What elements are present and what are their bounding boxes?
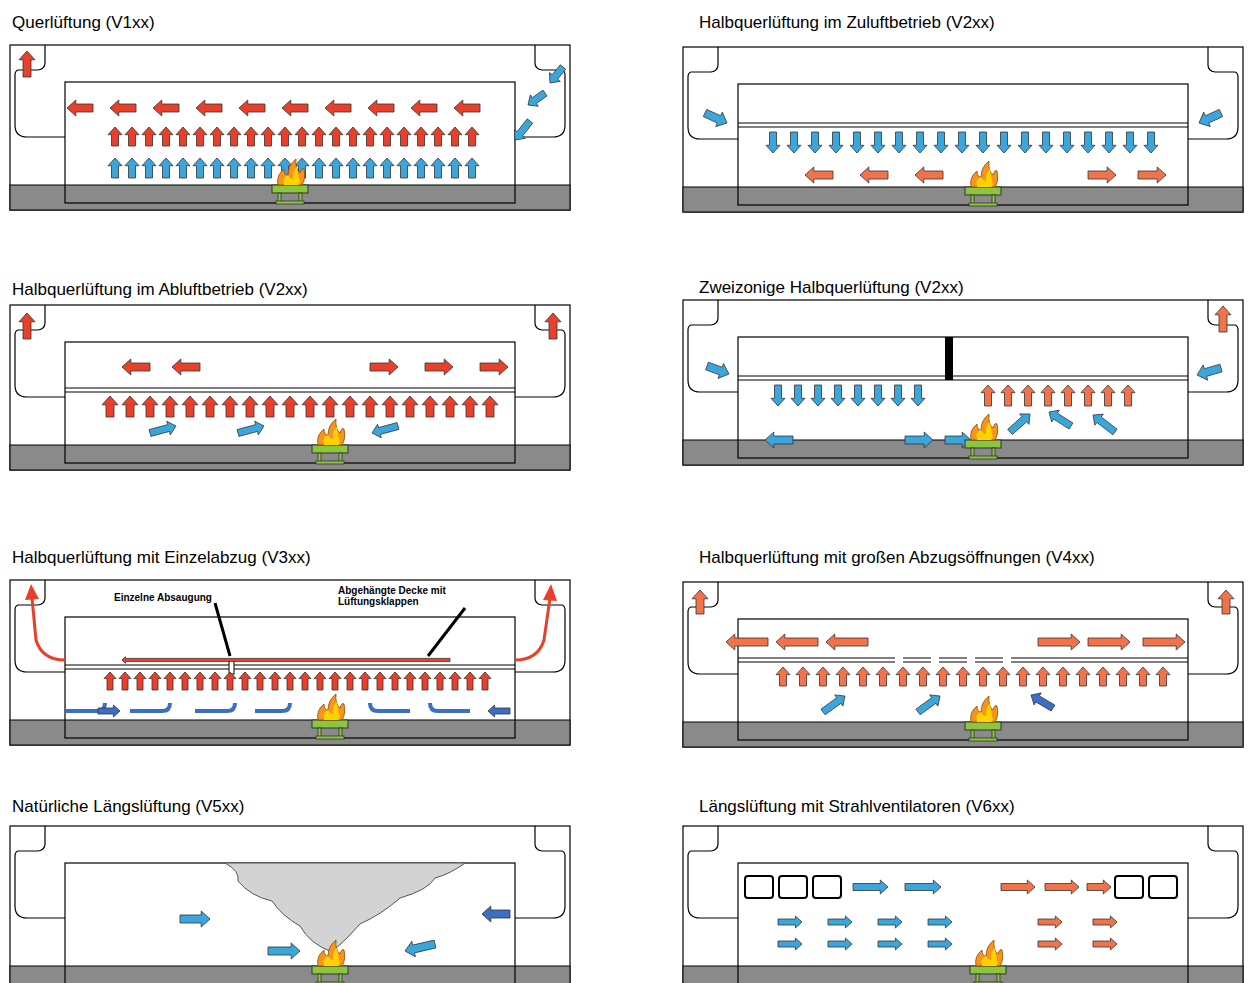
panel-title: Halbquerlüftung mit Einzelabzug (V3xx): [10, 548, 313, 568]
ventilation-panel: Halbquerlüftung im Abluftbetrieb (V2xx): [10, 280, 310, 300]
callout-label: Einzelne Absaugung: [112, 592, 214, 603]
panel-title: Halbquerlüftung mit großen Abzugsöffnung…: [697, 548, 1097, 568]
panel-title: Halbquerlüftung im Zuluftbetrieb (V2xx): [697, 13, 997, 33]
ventilation-panel: Halbquerlüftung im Zuluftbetrieb (V2xx): [697, 13, 997, 33]
ventilation-panel: Halbquerlüftung mit Einzelabzug (V3xx): [10, 548, 313, 568]
panel-title: Querlüftung (V1xx): [10, 13, 157, 33]
ventilation-panel: Natürliche Längslüftung (V5xx): [10, 797, 246, 817]
ventilation-panel: Querlüftung (V1xx): [10, 13, 157, 33]
callout-label: Abgehängte Decke mit Lüftungsklappen: [336, 585, 490, 607]
panel-title: Zweizonige Halbquerlüftung (V2xx): [697, 278, 966, 298]
ventilation-panel: Zweizonige Halbquerlüftung (V2xx): [697, 278, 966, 298]
panel-title: Längslüftung mit Strahlventilatoren (V6x…: [697, 797, 1017, 817]
ventilation-panel: Längslüftung mit Strahlventilatoren (V6x…: [697, 797, 1017, 817]
panel-title: Halbquerlüftung im Abluftbetrieb (V2xx): [10, 280, 310, 300]
ventilation-panel: Halbquerlüftung mit großen Abzugsöffnung…: [697, 548, 1097, 568]
panel-title: Natürliche Längslüftung (V5xx): [10, 797, 246, 817]
